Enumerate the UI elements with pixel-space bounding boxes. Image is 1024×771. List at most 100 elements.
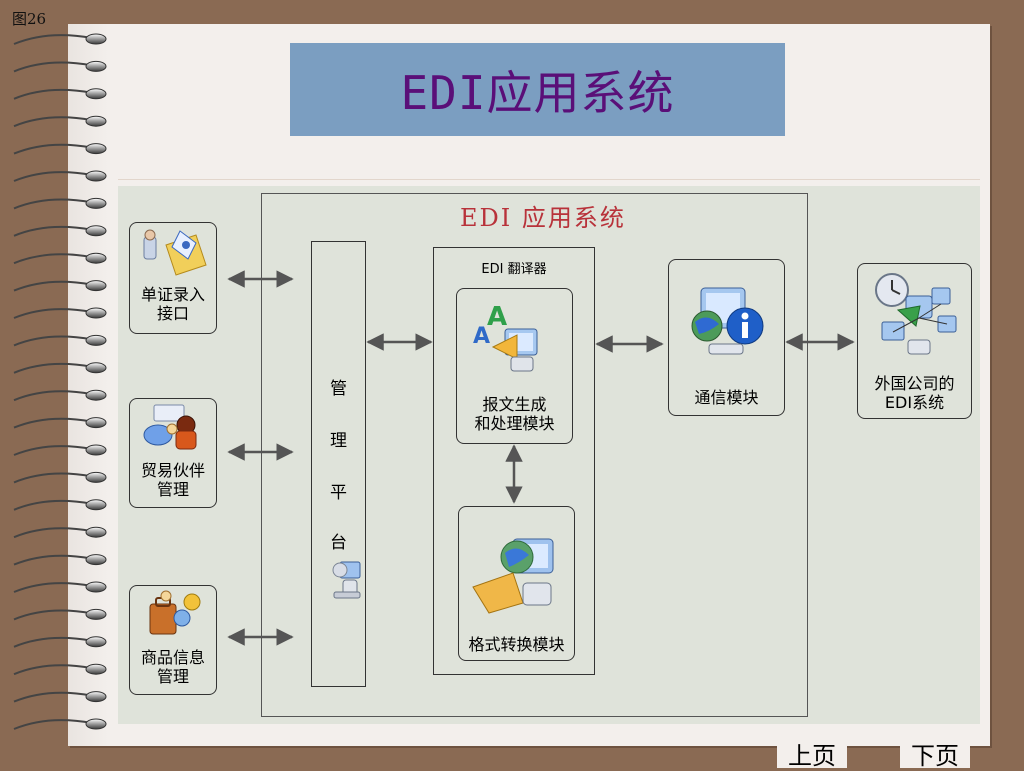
spiral-ring-wire [13, 390, 93, 402]
merchandise-line2: 管理 [156, 667, 189, 686]
spiral-ring [85, 636, 107, 648]
spiral-ring [85, 170, 107, 182]
merchandise-label: 商品信息 管理 [130, 648, 216, 686]
spiral-ring-wire [13, 719, 93, 730]
comm-label: 通信模块 [694, 388, 759, 407]
doc-entry-line1: 单证录入 [140, 285, 205, 304]
spiral-ring [85, 197, 107, 209]
spiral-ring [85, 444, 107, 456]
partner-line1: 贸易伙伴 [140, 461, 205, 480]
spiral-ring [85, 60, 107, 72]
spiral-ring-wire [13, 143, 93, 155]
doc-entry-module: 单证录入 接口 [129, 222, 217, 334]
spiral-ring-wire [13, 34, 93, 45]
translate-icon: A A [473, 302, 538, 372]
format-module-label: 格式转换模块 [468, 635, 565, 654]
spiral-ring-wire [13, 362, 93, 374]
spiral-ring-wire [13, 280, 93, 292]
spiral-ring [85, 33, 107, 45]
communication-info-icon [691, 287, 764, 355]
format-conversion-module: 格式转换模块 [458, 506, 575, 661]
spiral-ring [85, 471, 107, 483]
spiral-ring-wire [13, 636, 93, 648]
spiral-ring-wire [13, 417, 93, 429]
spiral-ring [85, 307, 107, 319]
message-module: A A 报文生成 和处理模块 [456, 288, 573, 444]
spiral-ring-wire [13, 335, 93, 347]
spiral-ring-wire [13, 554, 93, 566]
spiral-ring-wire [13, 691, 93, 703]
platform-char-2: 理 [330, 431, 347, 451]
svg-text:A: A [487, 302, 507, 332]
spiral-ring [85, 143, 107, 155]
slide-title-bar: EDI应用系统 [290, 43, 785, 136]
format-convert-icon [472, 538, 554, 614]
spiral-ring-wire [13, 308, 93, 319]
foreign-line2: EDI系统 [884, 393, 945, 412]
spiral-binding-icon [13, 33, 107, 730]
svg-text:A: A [473, 324, 490, 349]
slide-title: EDI应用系统 [400, 65, 675, 120]
spiral-ring-wire [13, 609, 93, 621]
spiral-ring [85, 115, 107, 127]
partner-icon [143, 404, 197, 450]
spiral-ring [85, 691, 107, 703]
spiral-ring [85, 252, 107, 264]
message-module-label: 报文生成 和处理模块 [457, 395, 572, 433]
prev-page-button[interactable]: 上页 [777, 741, 847, 770]
spiral-ring-wire [13, 445, 93, 456]
spiral-ring [85, 718, 107, 730]
platform-computer-icon [332, 561, 361, 599]
spiral-ring [85, 526, 107, 538]
platform-char-3: 平 [330, 483, 347, 503]
spiral-ring [85, 88, 107, 100]
spiral-ring [85, 225, 107, 237]
spiral-ring [85, 280, 107, 292]
spiral-ring-wire [13, 527, 93, 539]
spiral-ring-wire [13, 499, 93, 511]
spiral-ring [85, 663, 107, 675]
merchandise-icon [149, 590, 201, 635]
merchandise-line1: 商品信息 [140, 648, 205, 667]
spiral-ring [85, 417, 107, 429]
platform-char-4: 台 [330, 533, 347, 553]
spiral-ring-wire [13, 253, 93, 265]
spiral-ring-wire [13, 88, 93, 100]
translator-title: EDI 翻译器 [481, 262, 547, 277]
spiral-ring [85, 499, 107, 511]
next-page-button[interactable]: 下页 [900, 741, 970, 770]
spiral-ring-wire [13, 171, 93, 182]
spiral-ring-wire [13, 225, 93, 237]
message-line1: 报文生成 [482, 395, 547, 414]
spiral-ring [85, 362, 107, 374]
management-platform: 管 理 平 台 [311, 241, 366, 687]
spiral-ring-wire [13, 198, 93, 210]
spiral-ring [85, 608, 107, 620]
divider [118, 179, 980, 180]
spiral-ring [85, 581, 107, 593]
foreign-line1: 外国公司的 [874, 374, 955, 393]
doc-entry-line2: 接口 [156, 304, 189, 323]
partner-line2: 管理 [156, 480, 189, 499]
spiral-ring [85, 389, 107, 401]
platform-char-1: 管 [330, 379, 347, 399]
document-entry-icon [143, 229, 207, 276]
foreign-system-network-icon [875, 273, 957, 355]
spiral-ring-wire [13, 582, 93, 593]
spiral-ring-wire [13, 664, 93, 676]
message-line2: 和处理模块 [474, 414, 555, 433]
doc-entry-label: 单证录入 接口 [130, 285, 216, 323]
spiral-ring-wire [13, 61, 93, 73]
partner-label: 贸易伙伴 管理 [130, 461, 216, 499]
diagram-title: EDI 应用系统 [460, 204, 626, 232]
foreign-edi-system: 外国公司的 EDI系统 [857, 263, 972, 419]
spiral-ring-wire [13, 116, 93, 128]
foreign-label: 外国公司的 EDI系统 [858, 374, 971, 412]
spiral-ring [85, 334, 107, 346]
partner-management-module: 贸易伙伴 管理 [129, 398, 217, 508]
communication-module: 通信模块 [668, 259, 785, 416]
spiral-ring [85, 554, 107, 566]
spiral-ring-wire [13, 472, 93, 484]
merchandise-info-module: 商品信息 管理 [129, 585, 217, 695]
